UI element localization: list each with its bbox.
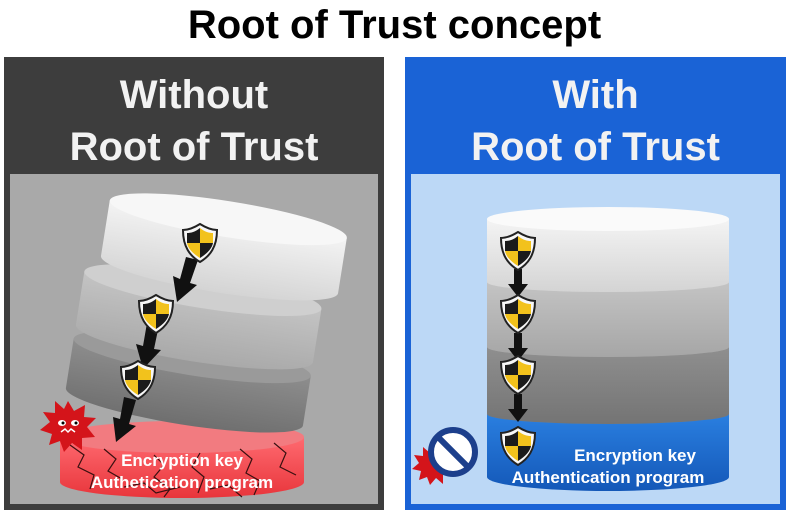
without-heading-line1: Without: [119, 73, 269, 117]
down-arrow-icon: [508, 269, 528, 297]
with-stack-illustration: Encryption key Authentication program: [412, 207, 729, 491]
malware-icon: [40, 401, 96, 452]
without-heading-line2: Root of Trust: [69, 125, 319, 169]
diagram-title: Root of Trust concept: [187, 3, 602, 47]
prohibited-icon: [428, 427, 478, 477]
without-stack-illustration: Encryption key Authetication program: [40, 193, 347, 498]
with-heading-line1: With: [552, 73, 639, 117]
down-arrow-icon: [173, 257, 198, 302]
with-disk-label-line1: Encryption key: [574, 446, 696, 465]
down-arrow-icon: [136, 323, 161, 369]
down-arrow-icon: [508, 333, 528, 361]
stack-layer-top: [100, 193, 347, 301]
with-root-of-trust-panel: With Root of Trust: [405, 57, 786, 510]
down-arrow-icon: [508, 394, 528, 422]
crack-lines: [69, 442, 297, 498]
without-disk-label-line2: Authetication program: [91, 473, 273, 492]
without-root-of-trust-panel: Without Root of Trust: [4, 57, 384, 510]
with-disk-label-line2: Authentication program: [512, 468, 705, 487]
without-panel-heading: Without Root of Trust: [4, 69, 384, 173]
with-heading-line2: Root of Trust: [471, 125, 720, 169]
down-arrow-icon: [113, 397, 136, 442]
stack-layer-top: [487, 207, 729, 292]
without-disk-label-line1: Encryption key: [121, 451, 243, 470]
with-panel-heading: With Root of Trust: [405, 69, 786, 173]
